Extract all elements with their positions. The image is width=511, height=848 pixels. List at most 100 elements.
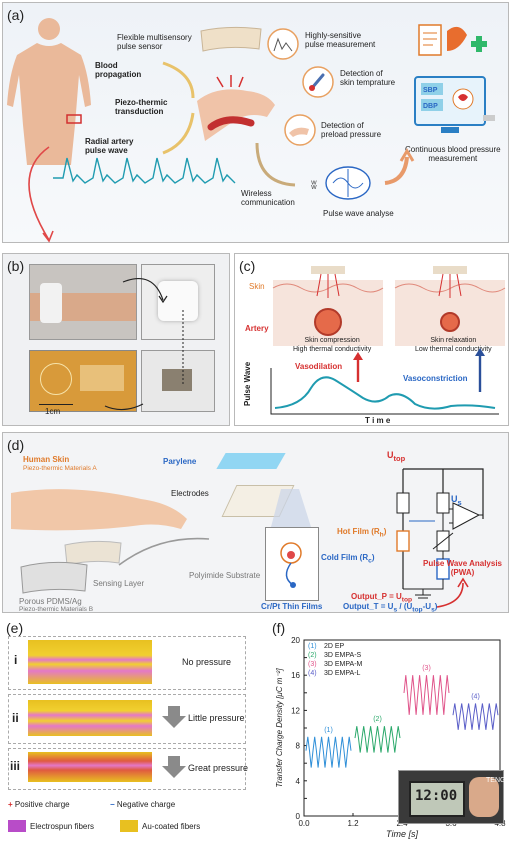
human-silhouette bbox=[7, 18, 91, 165]
y-tick-label: 20 bbox=[291, 636, 300, 645]
chip-photo bbox=[141, 350, 215, 412]
pulse-wave-plot bbox=[270, 368, 499, 415]
flexible-sensor-text: Flexible multisensory pulse sensor bbox=[117, 33, 192, 51]
great-pressure-text: Great pressure bbox=[188, 763, 249, 773]
arm-illustration bbox=[11, 489, 187, 531]
pwa-arrow bbox=[436, 577, 469, 608]
hot-cold-film-icon bbox=[280, 542, 302, 588]
circuit-photo bbox=[29, 350, 137, 412]
wrist-illustration bbox=[197, 75, 275, 141]
wrist-photo bbox=[29, 264, 137, 340]
pulse-wave-ylabel: Pulse Wave bbox=[243, 361, 252, 406]
negative-charge-legend: − Negative charge bbox=[110, 800, 176, 809]
series-marker-2: (2) bbox=[373, 716, 382, 723]
y-axis-label: Transfer Charge Density [μC m⁻²] bbox=[275, 668, 284, 788]
continuous-bp-text: Continuous blood pressure measurement bbox=[405, 145, 501, 163]
vasodilation-text: Vasodilation bbox=[295, 362, 343, 371]
output-p-text: Output_P = Utop bbox=[351, 592, 413, 604]
teng-inset-photo: 12:00 bbox=[398, 770, 504, 824]
sensing-layer-sample bbox=[64, 540, 122, 566]
au-coated-text: Au-coated fibers bbox=[142, 822, 201, 831]
piezo-a-text: Piezo-thermic Materials A bbox=[23, 465, 97, 472]
row-great-pressure bbox=[8, 748, 246, 790]
y-tick-label: 8 bbox=[296, 742, 301, 751]
panel-e-label: (e) bbox=[6, 620, 24, 636]
panel-e: (e) i ii iii No pressure Little pressure… bbox=[2, 618, 266, 846]
highly-sensitive-text: Highly-sensitive pulse measurement bbox=[305, 31, 376, 49]
row-numeral-iii: iii bbox=[10, 759, 21, 773]
time-xlabel: T i m e bbox=[365, 416, 391, 425]
piezo-b-text: Piezo-thermic Materials B bbox=[19, 606, 94, 613]
scale-label: 1cm bbox=[45, 407, 61, 416]
skin-relaxation-illustration bbox=[394, 266, 506, 346]
panel-a-label: (a) bbox=[7, 7, 25, 23]
health-record-icon bbox=[418, 24, 487, 56]
legend-name-3: 3D EMPA-M bbox=[324, 661, 363, 668]
series-line-1 bbox=[305, 736, 352, 768]
legend-marker-3: (3) bbox=[308, 661, 317, 668]
skin-compression-illustration bbox=[272, 266, 384, 346]
y-tick-label: 12 bbox=[291, 706, 300, 715]
compression-text: Skin compression High thermal conductivi… bbox=[293, 337, 372, 353]
panel-c-label: (c) bbox=[239, 258, 256, 274]
hand-circle-icon bbox=[284, 114, 316, 146]
bp-monitor-icon bbox=[414, 76, 495, 133]
vasoconstriction-arrow bbox=[475, 348, 485, 392]
layer-arrows bbox=[118, 537, 210, 566]
great-pressure-arrow bbox=[162, 756, 186, 778]
legend-marker-1: (1) bbox=[308, 643, 317, 650]
row-little-pressure bbox=[8, 694, 246, 744]
pwa-text: Pulse Wave Analysis (PWA) bbox=[423, 559, 502, 577]
panel-a: (a) Blood propagation Piezo-thermic tran… bbox=[2, 2, 509, 243]
legend-name-1: 2D EP bbox=[324, 643, 345, 650]
y-tick-label: 4 bbox=[296, 777, 301, 786]
brain-icon bbox=[325, 166, 371, 200]
x-tick-label: 0.0 bbox=[298, 819, 310, 828]
blood-propagation-text: Blood propagation bbox=[95, 61, 142, 79]
crpt-zoom-box bbox=[265, 527, 319, 601]
piezo-thermic-text: Piezo-thermic transduction bbox=[115, 98, 168, 116]
pulse-waveform bbox=[53, 157, 236, 184]
series-marker-4: (4) bbox=[471, 693, 480, 700]
no-pressure-text: No pressure bbox=[182, 657, 232, 667]
parylene-text: Parylene bbox=[163, 457, 197, 466]
x-tick-label: 1.2 bbox=[347, 819, 359, 828]
series-line-2 bbox=[354, 726, 401, 753]
crpt-zoom-beam bbox=[271, 489, 311, 527]
sbp-label: SBP bbox=[423, 87, 438, 94]
porous-text: Porous PDMS/Ag bbox=[19, 597, 82, 606]
u-s-label: Us bbox=[451, 494, 462, 507]
pulse-analyse-text: Pulse wave analyse bbox=[323, 209, 394, 218]
panel-d: (d) Human Skin Piezo-thermic Materials A… bbox=[2, 432, 509, 614]
panel-f-label: (f) bbox=[272, 620, 286, 636]
crpt-text: Cr/Pt Thin Films bbox=[261, 602, 323, 611]
little-pressure-text: Little pressure bbox=[188, 713, 245, 723]
dbp-label: DBP bbox=[423, 103, 438, 110]
clock-display: 12:00 bbox=[415, 788, 458, 804]
electrospun-swatch bbox=[8, 820, 26, 832]
panel-b: (b) 1cm bbox=[2, 253, 230, 426]
detection-preload-text: Detection of preload pressure bbox=[321, 121, 382, 139]
parylene-layer bbox=[216, 453, 286, 469]
vasodilation-arrow bbox=[353, 352, 363, 382]
flow-arrow bbox=[255, 142, 415, 187]
row-numeral-i: i bbox=[14, 653, 18, 667]
sensor-film bbox=[200, 26, 262, 52]
electrospun-text: Electrospun fibers bbox=[30, 822, 95, 831]
scale-bar bbox=[39, 404, 73, 405]
y-tick-label: 0 bbox=[296, 812, 301, 821]
row-numeral-ii: ii bbox=[12, 711, 19, 725]
bluetooth-icon: ʬ bbox=[311, 178, 317, 192]
wireless-text: Wireless communication bbox=[241, 189, 295, 207]
fiber-block-2 bbox=[28, 700, 152, 736]
circuit-diagram bbox=[396, 468, 484, 599]
porous-pdms-sample bbox=[20, 561, 88, 594]
series-line-4 bbox=[452, 703, 499, 730]
fiber-block-1 bbox=[28, 640, 152, 684]
series-line-3 bbox=[403, 675, 450, 715]
red-arc-arrow bbox=[28, 146, 54, 243]
fiber-block-3 bbox=[28, 752, 152, 782]
sensor-photo bbox=[141, 264, 215, 340]
little-pressure-arrow bbox=[162, 706, 186, 728]
